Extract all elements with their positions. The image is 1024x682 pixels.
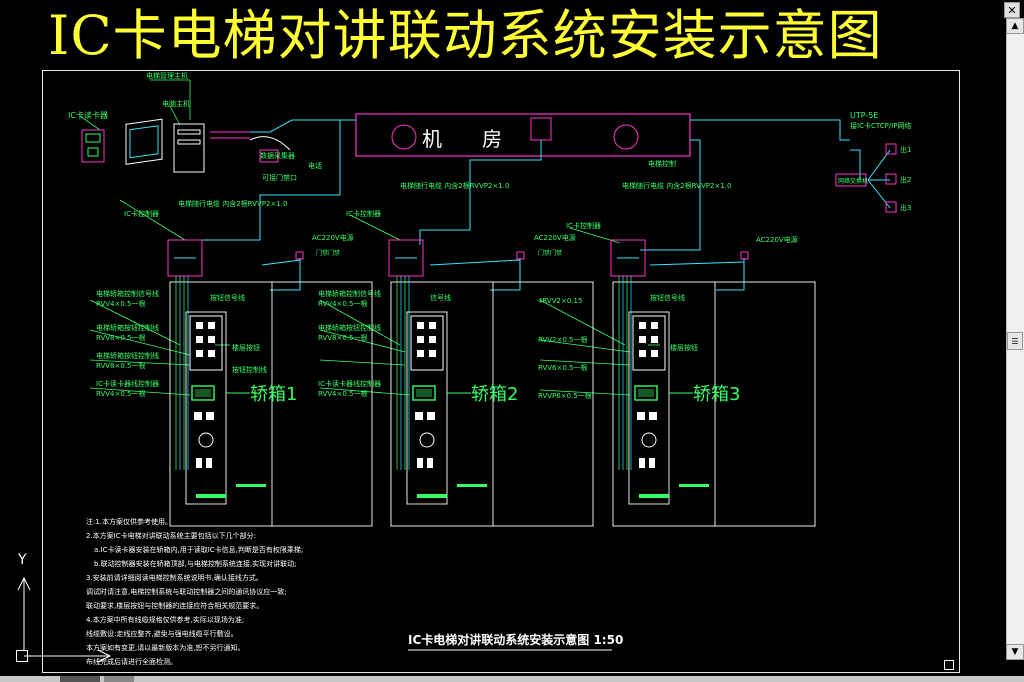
note-1: 2.本方案IC卡电梯对讲联动系统主要包括以下几个部分: (86, 531, 256, 540)
converter-label: 数据采集器 (260, 151, 295, 160)
bottom-title: IC卡电梯对讲联动系统安装示意图 1:50 (408, 632, 623, 647)
phone-label: 可接门禁口 (262, 173, 297, 182)
utp-title: UTP-5E (850, 111, 878, 120)
data-converter: 数据采集器 可接门禁口 电话 (210, 131, 322, 182)
cable-labels: 电梯随行电缆 内含2根RVVP2×1.0 电梯随行电缆 内含2根RVVP2×1.… (124, 159, 798, 400)
computer: 电梯管理主机 电脑主机 (125, 71, 205, 173)
car3-notes: 按钮信号线 楼层按钮 (650, 293, 698, 352)
cable2-label: 电梯随行电缆 内含2根RVVP2×1.0 (400, 181, 509, 190)
car1-notes: 电梯轿箱控制信号线 RVV4×0.5一根 电梯轿箱按钮控制线 RVV8×0.5一… (96, 289, 267, 398)
car2-note-0: 电梯轿箱控制信号线 (318, 289, 381, 298)
wire-rvv: 4RVV2×0.15 (538, 297, 582, 305)
car1-mid-2: 楼层按钮 (232, 343, 260, 352)
room-note: 电梯控制 (648, 159, 676, 168)
ctrl2-label: IC卡控制器 (346, 209, 381, 218)
notes-block: 注:1.本方案仅供参考使用。 2.本方案IC卡电梯对讲联动系统主要包括以下几个部… (86, 517, 303, 666)
car1-note-4: 电梯轿箱按钮控制线 (96, 351, 159, 360)
note-5: 调试时请注意,电梯控制系统与联动控制器之间的通讯协议应一致; (86, 587, 287, 596)
ctrl1-label: IC卡控制器 (124, 209, 159, 218)
ucs-y-label: Y (17, 552, 27, 568)
phone2-label: 电话 (308, 161, 322, 170)
scroll-up-button[interactable]: ▲ (1006, 18, 1024, 34)
note-7: 4.本方案中所有线缆规格仅供参考,实际以现场为准; (86, 615, 244, 624)
note-9: 本方案如有变更,请以最新版本为准,恕不另行通知。 (86, 643, 244, 652)
note-10: 布线完成后请进行全面检测。 (86, 657, 177, 666)
drawing-title: IC卡电梯对讲联动系统安装示意图 (48, 4, 883, 67)
ucs-origin-box (16, 650, 28, 662)
car2-notes: 电梯轿箱控制信号线 RVV4×0.5一根 电梯轿箱按钮控制线 RVV8×0.5一… (318, 289, 451, 398)
close-button[interactable]: ✕ (1004, 2, 1020, 18)
drawing-frame (42, 70, 960, 673)
ic-controller-3 (610, 239, 646, 277)
machine-room-char2: 房 (482, 127, 502, 151)
note-0: 注:1.本方案仅供参考使用。 (86, 517, 172, 526)
note-6: 联动要求,楼层按钮与控制器的连接应符合相关规范要求。 (86, 601, 263, 610)
note-8: 线缆敷设:走线应整齐,避免与强电线缆平行敷设。 (86, 629, 238, 638)
car2-note-7: RVV4×0.5一根 (318, 389, 368, 398)
car3-mid-2: 楼层按钮 (670, 343, 698, 352)
hub-label: 网络交换机 (838, 177, 868, 185)
corner-marker (944, 660, 954, 670)
scroll-down-button[interactable]: ▼ (1006, 644, 1024, 660)
wire-rvv2: RVV2×0.5一根 (538, 335, 588, 344)
car1-note-6: IC卡读卡器线控制器 (96, 379, 159, 388)
machine-room-char1: 机 (422, 127, 442, 151)
wire-rvv3: RVV6×0.5一根 (538, 363, 588, 372)
note-4: 3.安装前请详细阅读电梯控制系统说明书,确认接线方式。 (86, 573, 263, 582)
out1-label: 出1 (900, 145, 911, 154)
scroll-thumb[interactable]: ☰ (1007, 332, 1023, 350)
car-label-2: 轿箱2 (471, 384, 518, 405)
cable3-label: 电梯随行电缆 内含2根RVVP2×1.0 (622, 181, 731, 190)
ucs-icon (17, 576, 112, 663)
ic-controller-2 (388, 239, 424, 277)
out2-label: 出2 (900, 175, 911, 184)
ic-reader-label: IC卡读卡器 (68, 110, 108, 120)
elevator-shaft-3: 轿箱3 (610, 239, 816, 527)
ic-card-reader-station: IC卡读卡器 (68, 110, 108, 163)
car1-note-0: 电梯轿箱控制信号线 (96, 289, 159, 298)
car-label-1: 轿箱1 (250, 384, 297, 405)
horizontal-scrollbar[interactable] (0, 676, 1024, 682)
pwr2-label: 门禁门禁 (538, 249, 562, 257)
machine-room: 机 房 (355, 113, 691, 157)
car2-note-3: RVV8×0.5一根 (318, 333, 368, 342)
pwr1-label: 门禁门禁 (316, 249, 340, 257)
car1-note-7: RVV4×0.5一根 (96, 389, 146, 398)
car1-mid-3: 按钮控制线 (232, 365, 267, 374)
wire-rvvp: RVVP6×0.5一根 (538, 391, 592, 400)
ac1-label: AC220V电源 (312, 233, 354, 242)
car1-note-1: RVV4×0.5一根 (96, 299, 146, 308)
car2-mid-1: 信号线 (430, 293, 451, 302)
utp-sub: 接IC卡CTCP/IP网络 (850, 121, 911, 130)
note-3: b.联动控制器安装在轿箱顶部,与电梯控制系统连接,实现对讲联动; (94, 559, 296, 568)
car2-note-1: RVV4×0.5一根 (318, 299, 368, 308)
car-label-3: 轿箱3 (693, 384, 740, 405)
ac2-label: AC220V电源 (534, 233, 576, 242)
ctrl3-label: IC卡控制器 (566, 221, 601, 230)
elevator-shaft-1: 轿箱1 (167, 239, 373, 527)
ac3-label: AC220V电源 (756, 235, 798, 244)
car1-mid-0: 按钮信号线 (210, 293, 245, 302)
car2-note-2: 电梯轿箱按钮控制线 (318, 323, 381, 332)
hbar-segment-2 (104, 676, 134, 682)
cable1-label: 电梯随行电缆 内含2根RVVP2×1.0 (178, 199, 287, 208)
network-section: UTP-5E 接IC卡CTCP/IP网络 网络交换机 出1 出2 出3 (835, 111, 911, 213)
elevator-shaft-2: 轿箱2 (388, 239, 594, 527)
ic-controller-1 (167, 239, 203, 277)
car1-note-5: RVV8×0.5一根 (96, 361, 146, 370)
computer-label: 电梯管理主机 (146, 71, 188, 80)
note-2: a.IC卡读卡器安装在轿箱内,用于读取IC卡信息,判断是否有权限乘梯; (94, 545, 303, 554)
car2-note-6: IC卡读卡器线控制器 (318, 379, 381, 388)
car3-mid-0: 按钮信号线 (650, 293, 685, 302)
car1-note-3: RVV8×0.5一根 (96, 333, 146, 342)
pc-label: 电脑主机 (162, 99, 190, 108)
car1-note-2: 电梯轿箱按钮控制线 (96, 323, 159, 332)
bus-lines (200, 119, 891, 291)
out3-label: 出3 (900, 203, 911, 212)
hbar-segment-1 (60, 676, 100, 682)
